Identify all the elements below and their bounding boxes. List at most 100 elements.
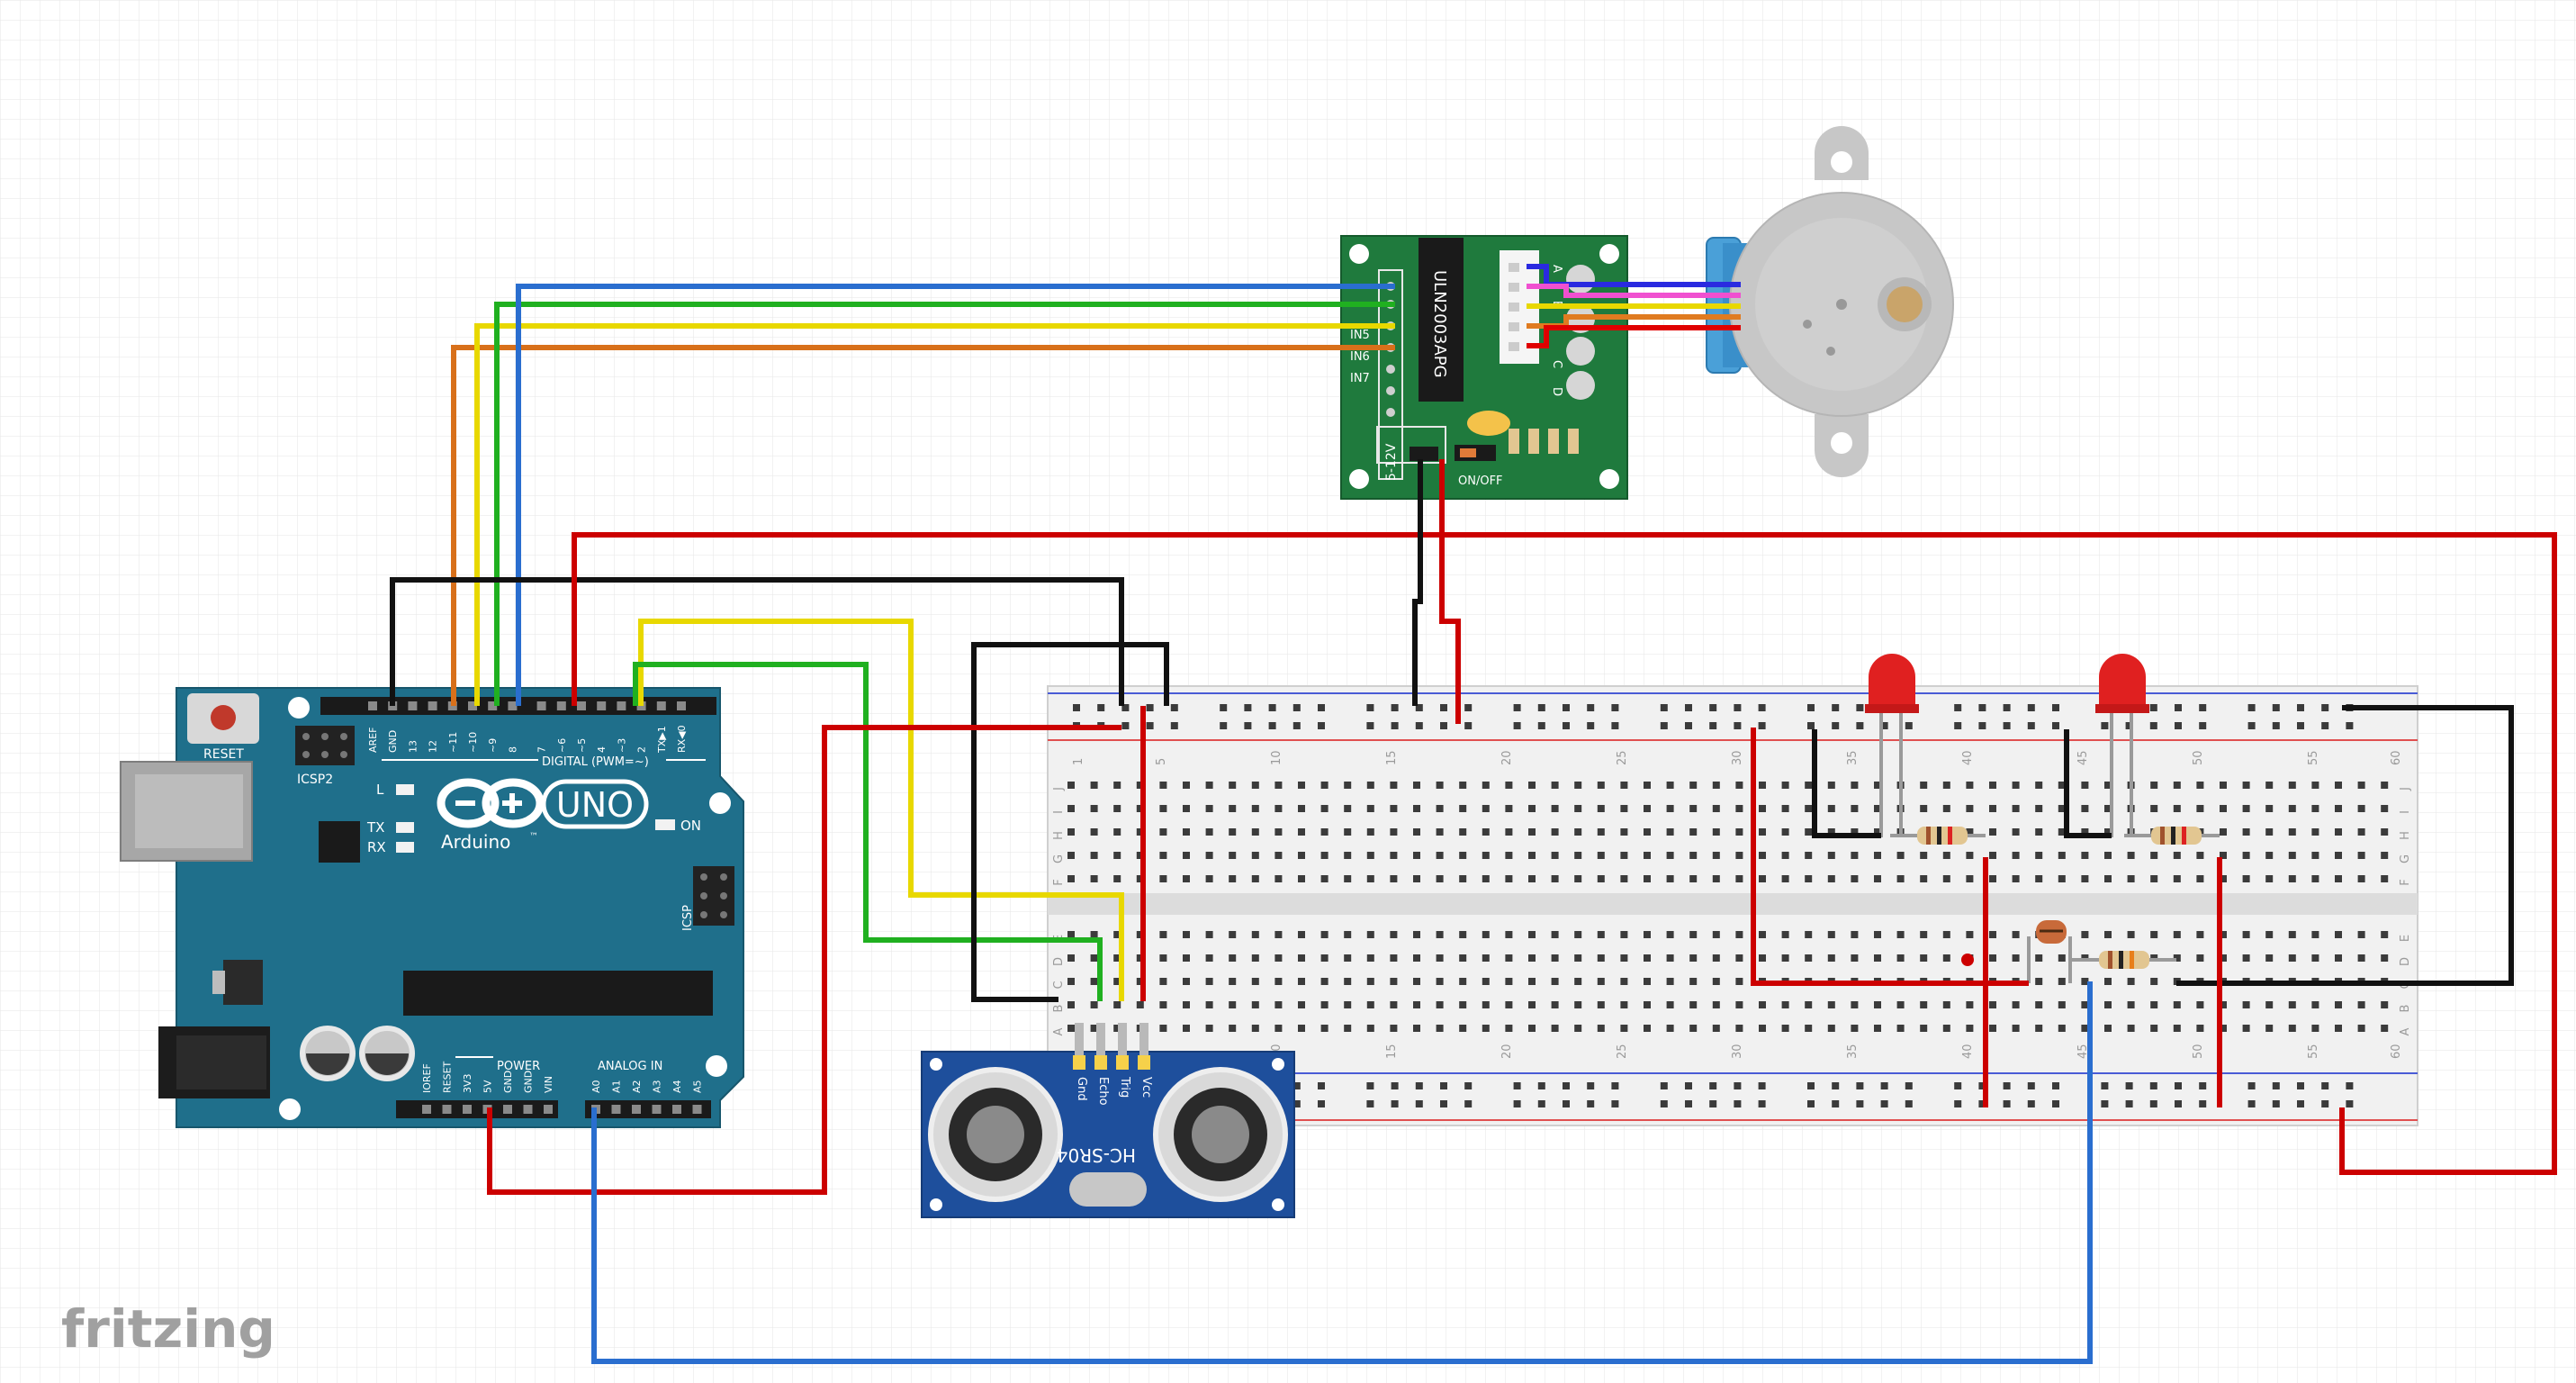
breadboard-hole [1597,805,1605,812]
breadboard-hole [1528,828,1536,836]
breadboard-hole [2335,875,2342,882]
breadboard-hole [1966,852,1974,859]
digital-pin[interactable] [656,701,666,710]
digital-pin[interactable] [577,701,586,710]
rail-hole [1464,722,1473,729]
analog-pin[interactable] [611,1105,621,1114]
breadboard-hole [1413,954,1420,962]
breadboard-hole [1298,852,1305,859]
driver-input-pin[interactable] [1386,386,1395,395]
breadboard-hole [2196,954,2204,962]
breadboard-hole [1459,828,1467,836]
rail-hole [1537,1082,1545,1089]
breadboard-hole [1966,931,1974,938]
rail-hole [2199,704,2207,711]
wire-orange-pin11-in4[interactable] [451,345,1395,706]
wire-green-echo[interactable] [633,662,1103,1001]
reset-button-cap[interactable] [211,705,236,730]
phase-label: D [1550,387,1563,396]
analog-pin[interactable] [692,1105,702,1114]
wire-black-right-gnd[interactable] [2176,705,2514,986]
wire-green-pin9-in2[interactable] [494,302,1395,706]
analog-pin[interactable] [672,1105,681,1114]
wire-blue-pin8-in1[interactable] [516,284,1395,706]
wire-black-led2-gnd[interactable] [2064,729,2112,838]
driver-input-pin[interactable] [1386,408,1395,417]
power-pin[interactable] [422,1105,431,1114]
rail-hole [1758,722,1766,729]
wire-yellow-trig[interactable] [638,619,1124,1001]
rail-hole [1832,722,1840,729]
wire-black-led1-gnd[interactable] [1812,729,1881,838]
digital-pin[interactable] [408,701,418,710]
wires[interactable] [390,264,2557,1364]
power-pin[interactable] [523,1105,533,1114]
digital-pin[interactable] [488,701,498,710]
power-pin[interactable] [544,1105,553,1114]
digital-pin[interactable] [597,701,607,710]
power-switch[interactable] [1455,445,1496,461]
breadboard-hole [2058,852,2066,859]
rail-hole [2125,1100,2133,1107]
breadboard-hole [1205,828,1213,836]
arduino-uno-board[interactable]: RESET ICSP2 L TX RX ON UNO Arduino ™ [120,687,744,1128]
breadboard-hole [1874,1025,1881,1032]
driver-input-pin[interactable] [1386,365,1395,374]
digital-pin[interactable] [556,701,566,710]
breadboard-hole [1759,852,1766,859]
digital-pin[interactable] [428,701,437,710]
wire-red-5v-rail[interactable] [572,532,2557,1175]
wire-blue-a0-ldr[interactable] [591,981,2093,1364]
rail-hole [1587,1100,1595,1107]
analog-pin[interactable] [652,1105,662,1114]
rail-hole [1440,704,1447,711]
digital-pin[interactable] [536,701,546,710]
resistor-2-band [2171,827,2175,845]
sensor-pin-label: Echo [1096,1077,1110,1106]
row-letter: H [1052,831,1066,840]
wire-black-sensor-gnd[interactable] [971,642,1169,1002]
digital-pin[interactable] [508,701,518,710]
breadboard-hole [1183,1025,1190,1032]
breadboard-hole [1205,875,1213,882]
digital-pin-label: TX▶1 [656,726,668,754]
breadboard-hole [1805,782,1813,789]
rail-hole [2003,1100,2011,1107]
column-number: 20 [1500,1044,1514,1059]
stepper-motor-28byj48[interactable] [1706,126,1954,477]
breadboard-hole [2242,852,2250,859]
breadboard-hole [1436,805,1444,812]
rail-hole [1587,722,1595,729]
wire-red-driver-vcc[interactable] [1439,459,1461,724]
digital-pin[interactable] [617,701,626,710]
power-pin[interactable] [503,1105,512,1114]
power-pin[interactable] [442,1105,452,1114]
digital-pin[interactable] [468,701,477,710]
breadboard-hole [2242,782,2250,789]
breadboard[interactable]: 1155101015152020252530303535404045455050… [1047,685,2418,1126]
wire-red-ldr-feed[interactable] [1751,728,2029,986]
power-pin[interactable] [463,1105,472,1114]
rail-hole [1293,1082,1301,1089]
breadboard-hole [1620,1001,1628,1008]
breadboard-hole [1320,852,1329,859]
digital-pin[interactable] [368,701,377,710]
rail-hole [2149,1100,2157,1107]
rail-hole [1293,704,1301,711]
analog-pin[interactable] [632,1105,641,1114]
column-number: 40 [1961,1044,1975,1059]
digital-pin[interactable] [677,701,686,710]
rail-hole [1685,722,1692,729]
breadboard-hole [1851,954,1859,962]
wire-red-arduino-5v[interactable] [487,725,1121,1195]
breadboard-hole [1344,931,1352,938]
mounting-ear-hole [1831,151,1852,173]
led-resistor-circuits[interactable] [1865,654,2220,983]
wire-black-driver-gnd[interactable] [1412,459,1423,706]
breadboard-hole [2242,1001,2250,1008]
column-numbers: 1155101015152020252530303535404045455050… [1072,750,2403,1059]
